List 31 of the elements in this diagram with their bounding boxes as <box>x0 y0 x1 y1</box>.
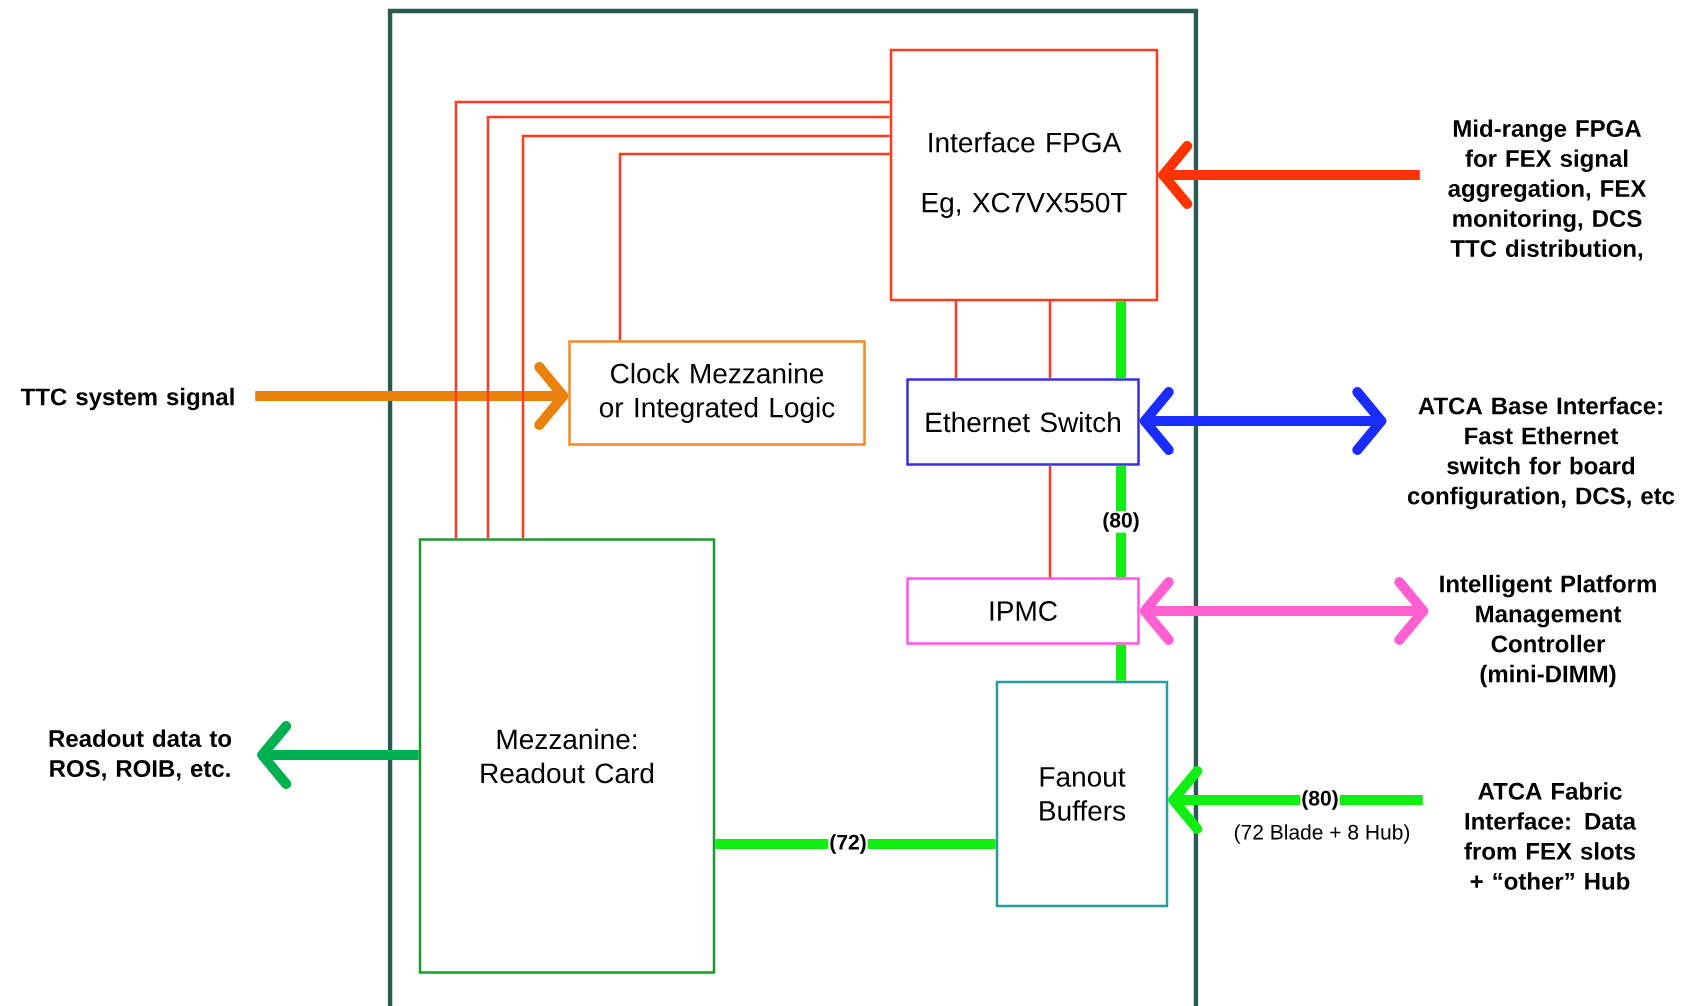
edge-label: (80) <box>1101 511 1141 533</box>
arrow <box>255 362 569 430</box>
arrow <box>1139 577 1429 645</box>
component-box: Interface FPGA Eg, XC7VX550T <box>889 48 1159 302</box>
board-outline <box>387 8 1199 1006</box>
annotation-text: Mid-range FPGA for FEX signal aggregation, FEX monitoring, DCS TTC distribution, <box>1448 119 1647 261</box>
arrow <box>1139 387 1387 455</box>
edge-label: (72) <box>828 833 868 855</box>
connector-line <box>618 152 890 341</box>
connector-line <box>1116 301 1126 379</box>
annotation-text: Readout data to ROS, ROIB, etc. <box>49 729 232 781</box>
annotation-text: TTC system signal <box>20 387 234 411</box>
connector-line <box>1048 301 1052 379</box>
annotation-text: ATCA Fabric Interface: Data from FEX slots + “other” Hub <box>1464 782 1637 890</box>
annotation-text: Intelligent Platform Management Controller (mini-DIMM) <box>1440 574 1656 688</box>
component-box: IPMC <box>906 577 1140 645</box>
connector-line <box>1116 465 1126 578</box>
arrow <box>257 721 419 789</box>
component-box: Fanout Buffers <box>995 680 1169 908</box>
arrow <box>1158 141 1420 209</box>
signal-count-text: (72 Blade + 8 Hub) <box>1234 824 1410 844</box>
connector-line <box>715 839 996 849</box>
component-box: Ethernet Switch <box>906 378 1140 466</box>
arrow <box>1168 766 1423 834</box>
edge-label: (80) <box>1300 789 1340 811</box>
connector-line <box>1116 644 1126 681</box>
component-box: Mezzanine: Readout Card <box>418 538 716 974</box>
connector-line <box>1048 465 1052 578</box>
connector-line <box>954 301 958 379</box>
annotation-text: ATCA Base Interface: Fast Ethernet switch for board configuration, DCS, etc <box>1407 396 1675 510</box>
component-box: Clock Mezzanine or Integrated Logic <box>568 340 866 446</box>
